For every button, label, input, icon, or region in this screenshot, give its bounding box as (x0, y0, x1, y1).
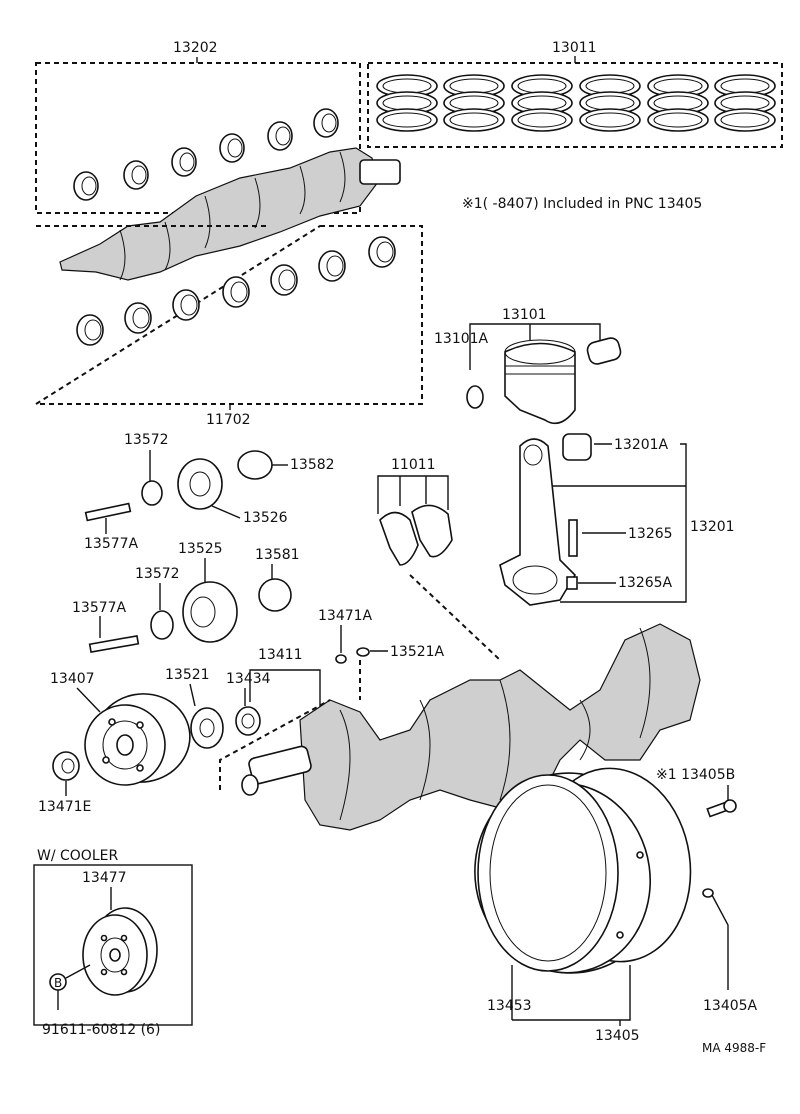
bolt-13405B: ※1 13405B (656, 767, 737, 818)
label-13405B: ※1 13405B (656, 767, 735, 783)
label-13572-a: 13572 (124, 432, 169, 448)
label-13581: 13581 (255, 547, 300, 563)
label-13582: 13582 (290, 457, 335, 473)
pin-13471A: 13471A (318, 608, 373, 664)
ring-stack-6 (714, 74, 776, 132)
piston-ring-set-13011: 13011 (367, 40, 783, 148)
nut-13471E: 13471E (38, 751, 91, 815)
label-13521A: 13521A (390, 644, 445, 660)
label-13201: 13201 (690, 519, 735, 535)
connecting-rod-13201: 13201A 13265 13201 13265A (499, 433, 735, 606)
label-13471E: 13471E (38, 799, 91, 815)
timing-gear-cluster: 13572 13582 13526 13577A 13525 13581 135… (72, 432, 335, 654)
label-13101: 13101 (502, 307, 547, 323)
label-13525: 13525 (178, 541, 223, 557)
crankshaft-13411: 13411 (241, 623, 701, 831)
b-mark: B (54, 976, 62, 990)
label-13405: 13405 (595, 1028, 640, 1044)
label-13471A: 13471A (318, 608, 373, 624)
label-13407: 13407 (50, 671, 95, 687)
gear-13526 (177, 458, 223, 510)
gear-13521: 13521 (165, 667, 224, 749)
sprocket-13434: 13434 (226, 671, 271, 736)
label-w-cooler: W/ COOLER (37, 848, 118, 864)
label-13477: 13477 (82, 870, 127, 886)
crank-pulley-13407: 13407 (50, 671, 191, 786)
label-13011: 13011 (552, 40, 597, 56)
label-13201A: 13201A (614, 437, 669, 453)
ring-stack-2 (443, 74, 505, 132)
bearing-set-13202: 13202 (35, 40, 361, 214)
label-13265: 13265 (628, 526, 673, 542)
ring-stack-4 (579, 74, 641, 132)
ring-stack-3 (511, 74, 573, 132)
ring-stack-1 (376, 74, 438, 132)
key-13521A: 13521A (356, 644, 445, 660)
piston-assembly-13101: 13101 13101A (434, 307, 622, 425)
thrust-washers-11011: 11011 (377, 457, 501, 661)
with-cooler-box: W/ COOLER 13477 B 91611-60812 (6) (33, 848, 193, 1038)
gear-13525 (182, 581, 238, 643)
ring-stack-5 (647, 74, 709, 132)
ring-gear-13453 (477, 774, 619, 972)
reference-code: MA 4988-F (702, 1041, 766, 1055)
crankshaft-small-view (59, 147, 401, 281)
label-13453: 13453 (487, 998, 532, 1014)
label-13202: 13202 (173, 40, 218, 56)
label-13572-b: 13572 (135, 566, 180, 582)
label-13577A-b: 13577A (72, 600, 127, 616)
label-13521: 13521 (165, 667, 210, 683)
label-13405A: 13405A (703, 998, 758, 1014)
label-11011: 11011 (391, 457, 436, 473)
label-13411: 13411 (258, 647, 303, 663)
included-note: ※1( -8407) Included in PNC 13405 (462, 196, 702, 212)
label-13265A: 13265A (618, 575, 673, 591)
label-13577A-a: 13577A (84, 536, 139, 552)
lower-bearing-shells (76, 236, 396, 346)
upper-bearing-shells (73, 108, 339, 201)
label-13434: 13434 (226, 671, 271, 687)
label-13526: 13526 (243, 510, 288, 526)
bearing-set-11702: 11702 (32, 225, 423, 428)
pin-13405A: 13405A (702, 888, 758, 1014)
label-91611: 91611-60812 (6) (42, 1022, 160, 1038)
label-11702: 11702 (206, 412, 251, 428)
label-13101A: 13101A (434, 331, 489, 347)
